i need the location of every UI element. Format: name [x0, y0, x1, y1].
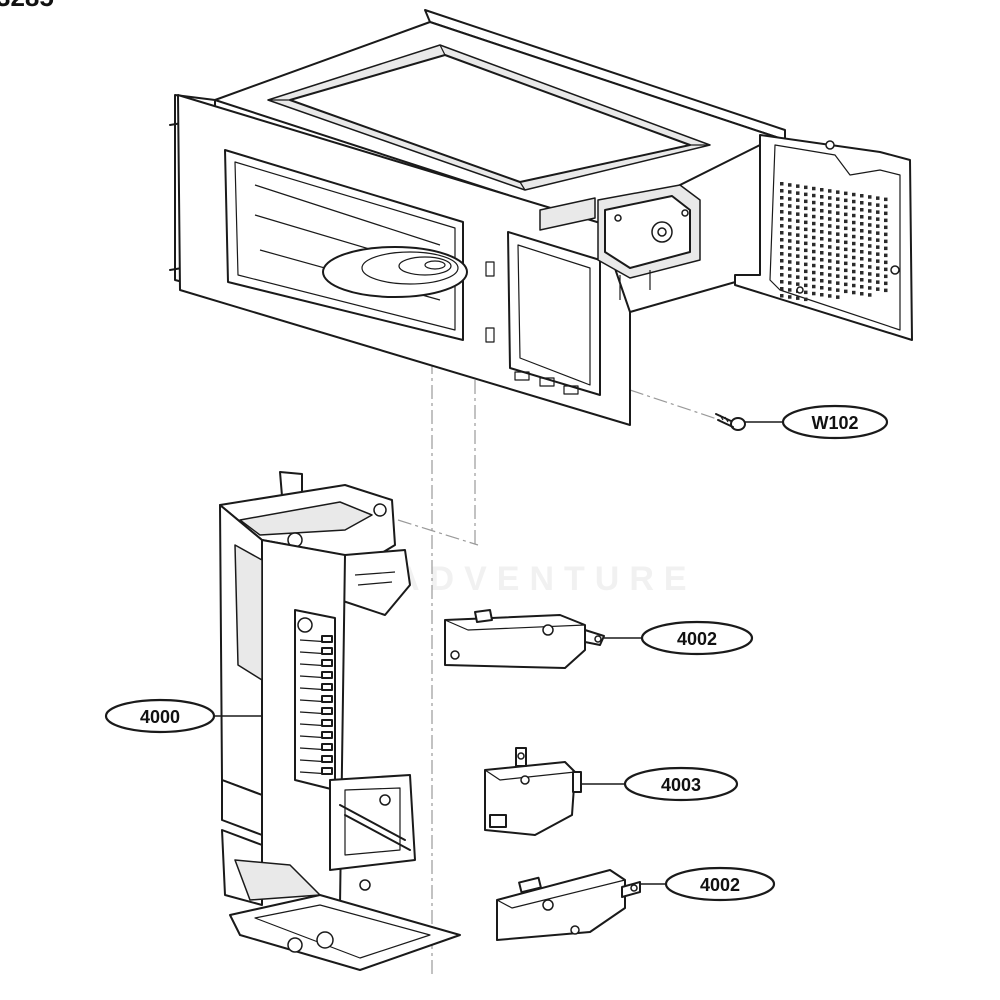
callout-4002-lower: 4002	[640, 866, 776, 902]
callout-label: 4002	[700, 875, 740, 895]
micro-switch-4003	[484, 747, 582, 836]
watermark-text: ADVENTURE	[395, 560, 697, 598]
screw-w102	[715, 413, 746, 431]
micro-switch-4002-upper	[444, 609, 605, 669]
header-fragment: 3285	[0, 0, 54, 12]
callout-4003: 4003	[581, 766, 739, 802]
microwave-cavity-assembly	[169, 9, 913, 426]
rack-teeth	[299, 635, 333, 775]
callout-4002-upper: 4002	[604, 620, 754, 656]
latch-board-4000	[219, 471, 461, 971]
callout-label: 4000	[140, 707, 180, 727]
micro-switch-4002-lower	[496, 869, 641, 941]
callout-label: W102	[811, 413, 858, 433]
callout-w102: W102	[745, 404, 889, 440]
callout-4000: 4000	[104, 698, 262, 734]
callout-label: 4002	[677, 629, 717, 649]
callout-label: 4003	[661, 775, 701, 795]
vent-holes	[780, 182, 888, 302]
